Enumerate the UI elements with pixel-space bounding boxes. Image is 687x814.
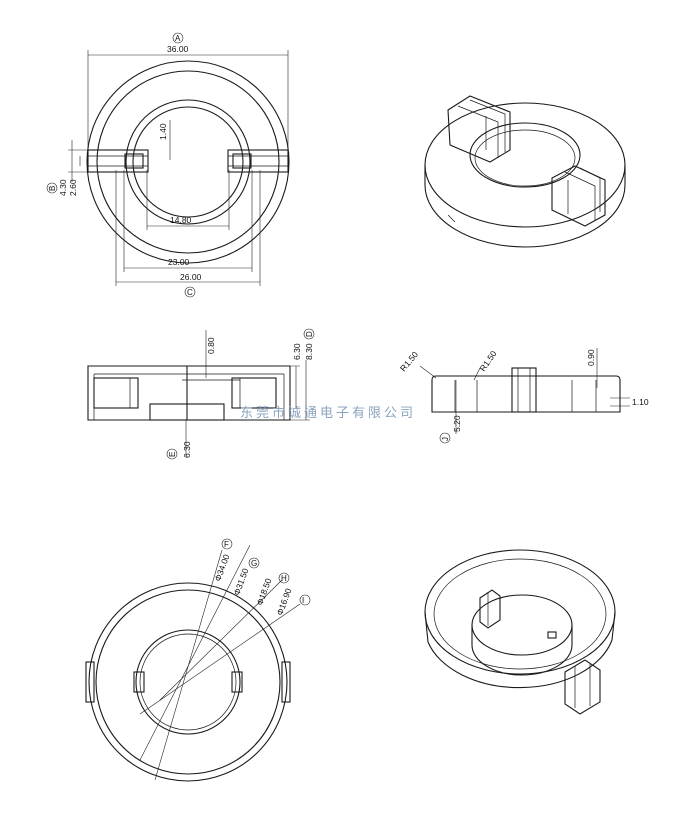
dim-14-80: 14.80 <box>170 215 192 225</box>
bottom-view: Φ34.00 Φ31.50 Φ18.50 Φ16.90 F G H I <box>85 538 311 782</box>
callout-H-circle <box>278 572 290 584</box>
dim-phi31-5: Φ31.50 <box>231 567 250 597</box>
callout-E-circle <box>166 448 178 460</box>
callout-G-circle <box>248 557 260 569</box>
callout-C: C <box>187 288 193 297</box>
dim-1-40: 1.40 <box>158 123 168 140</box>
callout-H: H <box>281 574 287 583</box>
inner-ring-outer-circle <box>125 99 251 225</box>
callout-C-circle <box>184 286 196 298</box>
dim-2-60: 2.60 <box>68 179 78 196</box>
callout-A-circle <box>172 32 184 44</box>
dim-0-90: 0.90 <box>586 349 596 366</box>
dim-phi18-5: Φ18.50 <box>254 577 273 607</box>
dim-6-30-bottom: 6.30 <box>182 441 192 458</box>
callout-B: B <box>48 186 57 191</box>
dim-36: 36.00 <box>167 44 189 54</box>
iso-view-bottom <box>424 549 616 715</box>
front-view: 0.80 6.30 8.30 D 6.30 E <box>87 328 315 460</box>
callout-J-circle <box>439 432 451 444</box>
callout-I: I <box>302 596 304 605</box>
company-watermark: 东莞市诚通电子有限公司 <box>240 405 416 421</box>
inner-bore-circle <box>132 106 244 218</box>
dim-26: 26.00 <box>180 272 202 282</box>
dim-6-30-top: 6.30 <box>292 343 302 360</box>
dim-r1-50-b: R1.50 <box>477 349 498 374</box>
dim-0-80: 0.80 <box>206 337 216 354</box>
outer-ring-circle <box>86 60 290 264</box>
dim-5-20: 5.20 <box>452 415 462 432</box>
callout-F-circle <box>221 538 233 550</box>
callout-D-circle <box>303 328 315 340</box>
callout-F: F <box>224 540 229 549</box>
left-tab <box>87 149 149 173</box>
iso-view-top <box>424 95 626 248</box>
callout-J: J <box>441 437 450 441</box>
right-tab-slot <box>232 153 252 169</box>
callout-G: G <box>251 559 257 568</box>
dim-1-10: 1.10 <box>632 397 649 407</box>
top-view: 36.00 A 1.40 4.30 2.60 B 14.80 23.00 26.… <box>46 32 290 298</box>
outer-ring-inner-circle <box>96 70 280 254</box>
callout-D: D <box>305 331 314 337</box>
right-tab <box>227 149 289 173</box>
dim-4-30: 4.30 <box>58 179 68 196</box>
dim-r1-50-a: R1.50 <box>398 349 420 373</box>
left-tab-slot <box>124 153 144 169</box>
dim-23: 23.00 <box>168 257 190 267</box>
dim-phi34: Φ34.00 <box>212 553 231 583</box>
side-view: R1.50 R1.50 0.90 1.10 5.20 J <box>398 348 649 444</box>
callout-A: A <box>175 34 181 43</box>
dim-phi16-9: Φ16.90 <box>274 587 293 617</box>
callout-E: E <box>168 452 177 457</box>
dim-8-30: 8.30 <box>304 343 314 360</box>
callout-I-circle <box>299 594 311 606</box>
callout-B-circle <box>46 182 58 194</box>
